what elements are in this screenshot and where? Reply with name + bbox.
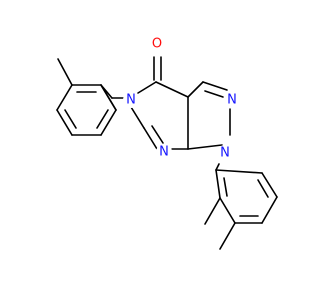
- bond-ring-b-1: [215, 169, 263, 174]
- bond-c6-n7-double: [151, 125, 164, 144]
- molecule-canvas: O N N N N: [56, 36, 278, 250]
- bond-c3-n2-double: [204, 90, 224, 98]
- oxygen-atom: O: [152, 37, 162, 52]
- bonds: [56, 56, 278, 250]
- bond-n1-aryl: [215, 163, 220, 171]
- bond-methyl-meta: [219, 222, 236, 250]
- bond-methyl-top: [57, 58, 73, 86]
- bond-c3a-c4: [155, 81, 189, 98]
- bond-ring-a-5: [56, 109, 73, 136]
- bond-ring-b-5: [219, 197, 236, 224]
- bond-ring-a-3: [100, 109, 117, 136]
- bond-methyl-ortho: [204, 197, 221, 225]
- bond-ring-a-double-2: [96, 109, 109, 129]
- bond-c3a-c3: [187, 81, 204, 98]
- bond-c6-n7: [143, 127, 158, 150]
- bond-n5-c6: [130, 106, 145, 129]
- bond-ring-b-3: [261, 196, 278, 224]
- nitrogen-atom-pyrazole: N: [227, 93, 237, 108]
- bond-ring-b-6: [215, 169, 221, 199]
- nitrogen-atom-n7: N: [159, 145, 169, 160]
- bond-ring-a-double-3: [64, 109, 77, 129]
- bond-n1-c7a: [187, 144, 223, 150]
- bond-ring-b-double-1: [257, 179, 269, 198]
- bond-c4-n5: [137, 81, 157, 94]
- bond-ring-b-double-3: [223, 177, 228, 197]
- bond-ring-a-6: [56, 84, 73, 111]
- bond-benzyl-2: [100, 84, 113, 99]
- molecule-structure: O N N N N: [56, 36, 278, 250]
- nitrogen-atom-n5: N: [126, 93, 136, 108]
- nitrogen-atom-n1: N: [220, 146, 230, 161]
- atoms: O N N N N: [123, 36, 240, 161]
- bond-c3-n2: [202, 81, 228, 91]
- bond-ring-b-2: [261, 172, 278, 198]
